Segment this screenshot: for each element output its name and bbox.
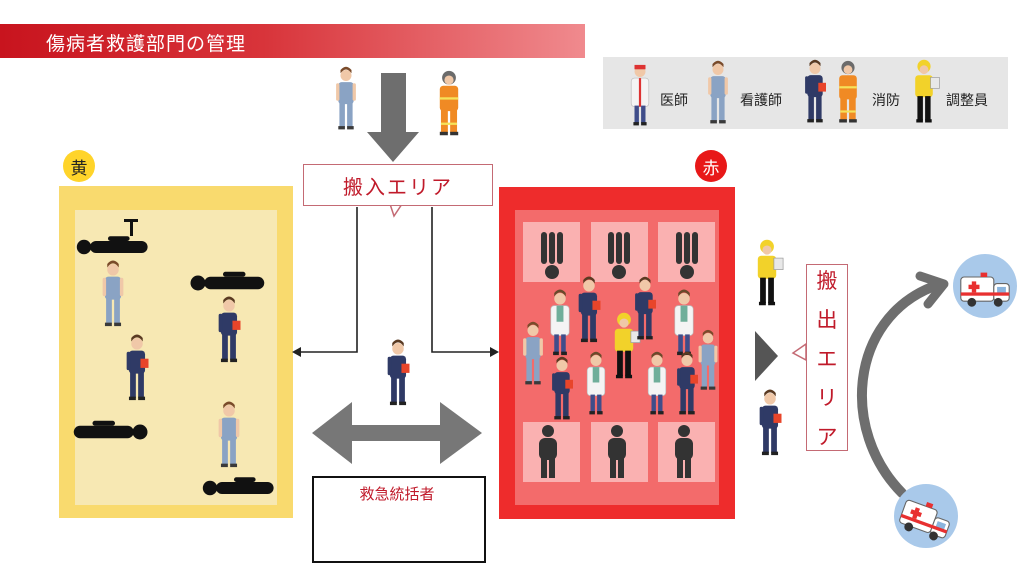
coordinator-figure-icon [914, 59, 940, 124]
double-arrow-icon [312, 402, 482, 464]
carry-out-char: ア [816, 424, 838, 449]
nurse-figure-icon [635, 276, 656, 340]
carry-out-char: 搬 [816, 268, 838, 293]
commander-label: 救急統括者 [359, 485, 435, 503]
arrowhead-right [490, 347, 499, 357]
nurse-figure-icon [677, 351, 698, 415]
standing-silhouette-icon [539, 425, 557, 478]
nurse-figure-icon [218, 401, 240, 468]
nurse-figure-icon [102, 260, 124, 327]
doctor-figure-icon [630, 64, 650, 126]
lying-patient-icon [202, 477, 274, 496]
standing-silhouette-icon [608, 425, 626, 478]
yellow-badge: 黄 [63, 150, 95, 182]
lying-patient-icon [76, 236, 148, 255]
nurse-figure-icon [805, 59, 826, 123]
nurse-figure-icon [387, 339, 410, 406]
nurse-figure-icon [336, 66, 356, 130]
standing-silhouette-icon [675, 425, 693, 478]
carry-out-char: エ [816, 346, 838, 371]
yellow-zone-inner [75, 210, 277, 505]
arrowhead-left [292, 347, 301, 357]
down-arrow-icon [367, 73, 419, 162]
nurse-figure-icon [218, 296, 241, 363]
nurse-figure-icon [523, 321, 543, 385]
carry-out-char: リ [816, 385, 838, 410]
carry-out-char: 出 [816, 307, 838, 332]
doctor-figure-icon [674, 288, 694, 356]
nurse-figure-icon [759, 389, 782, 456]
lying-patient-icon [608, 232, 630, 279]
doctor-figure-icon [586, 351, 606, 415]
curved-arrow [857, 282, 937, 498]
nurse-figure-icon [126, 334, 149, 401]
carry-in-area-label: 搬入エリア [303, 164, 493, 206]
flow-lines [298, 207, 494, 353]
coordinator-figure-icon [614, 312, 641, 379]
carry-out-tail [791, 342, 807, 362]
legend-label-coordinator: 調整員 [946, 93, 988, 109]
page-title: 傷病者救護部門の管理 [46, 33, 247, 55]
lying-patient-icon [190, 271, 265, 291]
legend-label-firefighter: 消防 [872, 93, 900, 109]
nurse-figure-icon [698, 329, 718, 390]
nurse-figure-icon [552, 356, 573, 420]
lying-patient-icon [676, 232, 698, 279]
nurse-figure-icon [578, 276, 601, 343]
iv-stand-icon [130, 222, 133, 236]
legend-label-doctor: 医師 [660, 93, 688, 109]
coordinator-figure-icon [757, 239, 784, 306]
nurse-figure-icon [708, 60, 728, 124]
doctor-figure-icon [647, 351, 667, 415]
lying-patient-icon [541, 232, 563, 279]
commander-box [312, 476, 486, 563]
red-badge: 赤 [695, 150, 727, 182]
firefighter-figure-icon [839, 60, 857, 123]
firefighter-figure-icon [439, 70, 459, 136]
carry-out-area-label: 搬 出 エ リ ア [806, 264, 848, 451]
lying-patient-icon [73, 420, 148, 440]
legend-label-nurse: 看護師 [740, 93, 782, 109]
curved-arrowhead [915, 271, 949, 309]
doctor-figure-icon [550, 288, 570, 356]
title-bar [0, 24, 585, 58]
right-arrow-icon [755, 331, 778, 381]
